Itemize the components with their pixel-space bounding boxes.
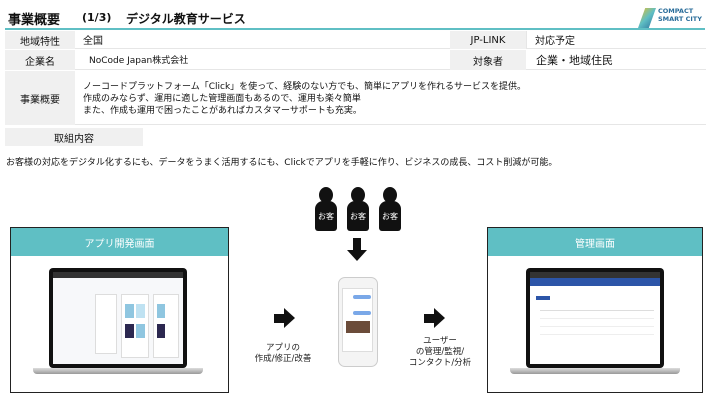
overview-label: 事業概要 bbox=[5, 71, 75, 125]
region-value: 全国 bbox=[75, 31, 450, 49]
smartphone-image bbox=[338, 277, 378, 367]
caption-line: アプリの bbox=[265, 343, 300, 353]
target-value: 企業・地域住民 bbox=[526, 50, 706, 70]
summary-text: お客様の対応をデジタル化するにも、データをうまく活用するにも、Clickでアプリ… bbox=[6, 158, 558, 168]
arrow-down-icon bbox=[353, 238, 361, 250]
admin-caption: ユーザー の管理/監視/ コンタクト/分析 bbox=[400, 336, 480, 369]
caption-line: の管理/監視/ bbox=[415, 347, 465, 357]
customer-icon: お客 bbox=[379, 187, 401, 231]
caption-line: 作成/修正/改善 bbox=[254, 354, 312, 364]
caption-line: コンタクト/分析 bbox=[408, 358, 472, 368]
region-label: 地域特性 bbox=[5, 31, 75, 49]
company-value: NoCode Japan株式会社 bbox=[75, 50, 450, 70]
app-dev-panel: アプリ開発画面 bbox=[10, 227, 229, 393]
admin-panel: 管理画面 bbox=[487, 227, 703, 393]
customer-icon: お客 bbox=[347, 187, 369, 231]
caption-line: ユーザー bbox=[423, 336, 457, 346]
arrow-right-head bbox=[284, 308, 295, 328]
overview-line: また、作成も運用で困ったことがあればカスタマーサポートも充実。 bbox=[83, 106, 362, 116]
overview-line: ノーコードプラットフォーム「Click」を使って、経験のない方でも、簡単にアプリ… bbox=[83, 82, 527, 92]
page-number: (1/3) bbox=[82, 11, 112, 24]
laptop-admin-screenshot bbox=[510, 268, 680, 378]
target-label: 対象者 bbox=[450, 50, 526, 70]
arrow-right-icon bbox=[424, 314, 434, 323]
jplink-value: 対応予定 bbox=[526, 31, 706, 49]
title-divider bbox=[5, 28, 705, 30]
company-label: 企業名 bbox=[5, 50, 75, 70]
page-subtitle: デジタル教育サービス bbox=[126, 12, 246, 26]
overview-line: 作成のみならず、運用に適した管理画面もあるので、運用も楽々簡単 bbox=[83, 94, 361, 104]
initiative-label: 取組内容 bbox=[5, 128, 143, 146]
arrow-right-icon bbox=[274, 314, 284, 323]
laptop-app-dev-screenshot bbox=[33, 268, 203, 378]
overview-text: ノーコードプラットフォーム「Click」を使って、経験のない方でも、簡単にアプリ… bbox=[75, 71, 706, 125]
jplink-label: JP-LINK bbox=[450, 31, 526, 49]
admin-panel-header: 管理画面 bbox=[488, 228, 702, 256]
page-title: 事業概要 bbox=[8, 13, 61, 28]
arrow-right-head bbox=[434, 308, 445, 328]
app-dev-panel-header: アプリ開発画面 bbox=[11, 228, 228, 256]
app-dev-caption: アプリの 作成/修正/改善 bbox=[248, 343, 318, 365]
arrow-down-head bbox=[347, 250, 367, 261]
customer-icon: お客 bbox=[315, 187, 337, 231]
